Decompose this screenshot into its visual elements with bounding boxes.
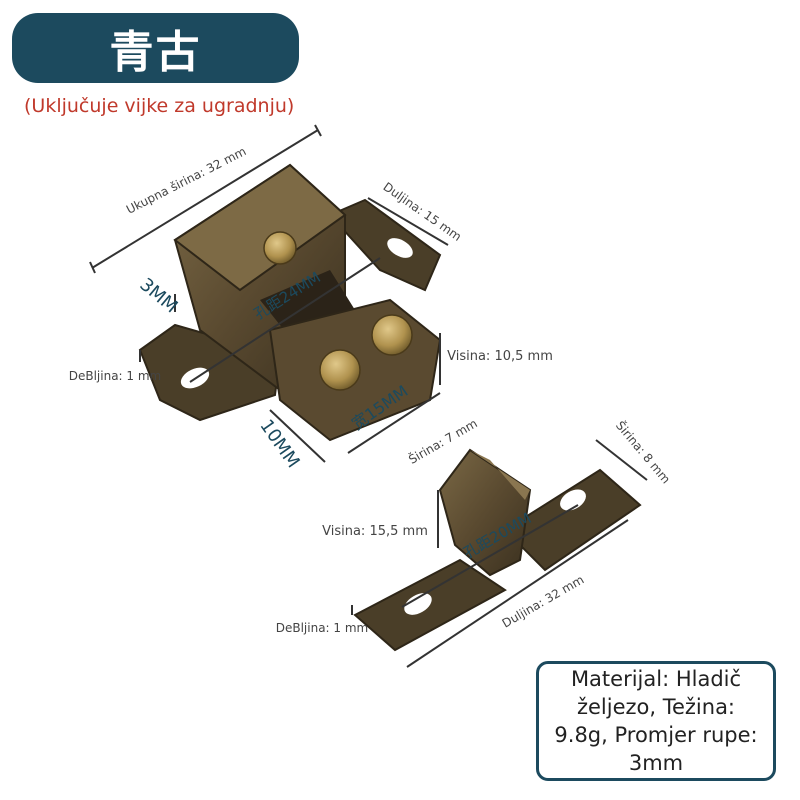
title-text: 青古 <box>109 27 202 78</box>
material-note-text: Materijal: Hladič željezo, Težina: 9.8g,… <box>554 667 758 775</box>
strike-plate <box>353 448 642 652</box>
strike-dimension-lines <box>351 439 648 668</box>
strike-length-label: Duljina: 32 mm <box>500 572 587 630</box>
strike-height-label: Visina: 15,5 mm <box>322 524 428 539</box>
latch-dimension-lines <box>89 124 449 463</box>
roller-latch <box>138 163 442 442</box>
latch-height-label: Visina: 10,5 mm <box>447 349 553 364</box>
material-note-box: Materijal: Hladič željezo, Težina: 9.8g,… <box>536 661 776 781</box>
strike-thickness-label: DeBljina: 1 mm <box>276 621 369 635</box>
subtitle-text: (Uključuje vijke za ugradnju) <box>24 95 295 117</box>
latch-thickness-label: DeBljina: 1 mm <box>69 369 162 383</box>
latch-depth-label: 10MM <box>255 416 303 472</box>
title-banner: 青古 <box>12 13 299 83</box>
